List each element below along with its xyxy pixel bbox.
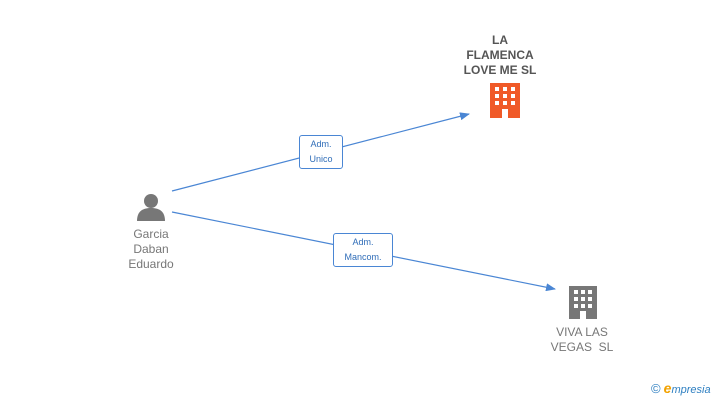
company-name-line: FLAMENCA xyxy=(466,48,534,62)
company-name-line: LA xyxy=(492,33,508,47)
person-icon[interactable] xyxy=(137,194,165,221)
company-name-line: LOVE ME SL xyxy=(463,63,537,77)
brand-name: mpresia xyxy=(671,384,711,396)
copyright-icon: © xyxy=(651,381,661,396)
edge-label-mancom: Adm. Mancom. xyxy=(333,233,393,267)
brand-footer[interactable]: © empresia xyxy=(651,380,711,396)
person-name-line: Eduardo xyxy=(128,257,174,271)
company-name-line: VEGAS SL xyxy=(550,340,614,354)
edge-label-line: Adm. xyxy=(310,139,332,149)
building-icon[interactable] xyxy=(490,83,520,118)
edge-label-line: Unico xyxy=(309,154,333,164)
person-name-line: Garcia xyxy=(133,227,169,241)
company-name-line: VIVA LAS xyxy=(556,325,608,339)
company-label-second[interactable]: VIVA LAS VEGAS SL xyxy=(527,325,637,355)
company-label-main[interactable]: LA FLAMENCA LOVE ME SL xyxy=(440,33,560,78)
edge-label-line: Mancom. xyxy=(344,252,382,262)
edge-label-line: Adm. xyxy=(352,237,374,247)
person-label[interactable]: Garcia Daban Eduardo xyxy=(106,227,196,272)
building-icon[interactable] xyxy=(569,286,597,319)
person-name-line: Daban xyxy=(133,242,169,256)
brand-logo-e: e xyxy=(663,380,672,396)
edge-label-unico: Adm. Unico xyxy=(299,135,343,169)
